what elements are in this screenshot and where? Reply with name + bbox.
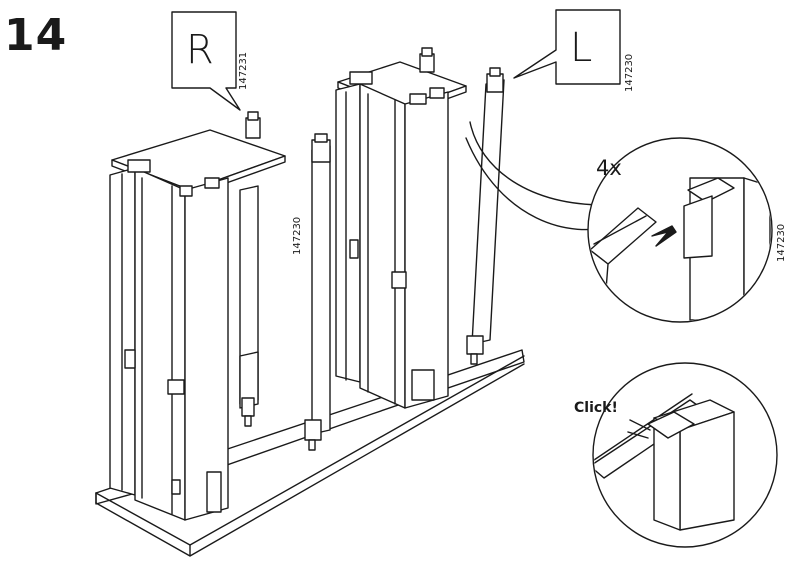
callout-right-letter: R (186, 27, 214, 73)
callout-right-bubble (172, 12, 240, 110)
connector-right-top (246, 112, 260, 138)
step-number: 14 (4, 10, 68, 61)
tower-left (336, 62, 466, 408)
post-left-outer (467, 68, 504, 364)
tower-left-frame (405, 92, 448, 408)
tower-right (110, 130, 285, 520)
base-panel-bottom (96, 364, 524, 556)
post-center (305, 134, 330, 450)
callout-left-letter: L (570, 25, 593, 71)
callout-left-part-code: 147230 (624, 53, 635, 92)
tower-left-side-panel (336, 84, 360, 382)
detail-top-part-code: 147230 (776, 223, 787, 262)
arrow-insert-top (652, 226, 676, 246)
callout-right-part-code: 147231 (238, 51, 249, 90)
tower-left-front-panel (360, 84, 405, 408)
detail-bottom-click-label: Click! (574, 400, 618, 416)
callout-left-bubble (514, 10, 620, 84)
post-center-part-code: 147230 (292, 216, 303, 255)
post-right-inner (240, 186, 258, 426)
connector-left-top (420, 48, 434, 72)
detail-circle-bottom (592, 362, 778, 548)
detail-top-quantity: 4x (596, 156, 622, 180)
tower-right-frame (185, 178, 228, 520)
